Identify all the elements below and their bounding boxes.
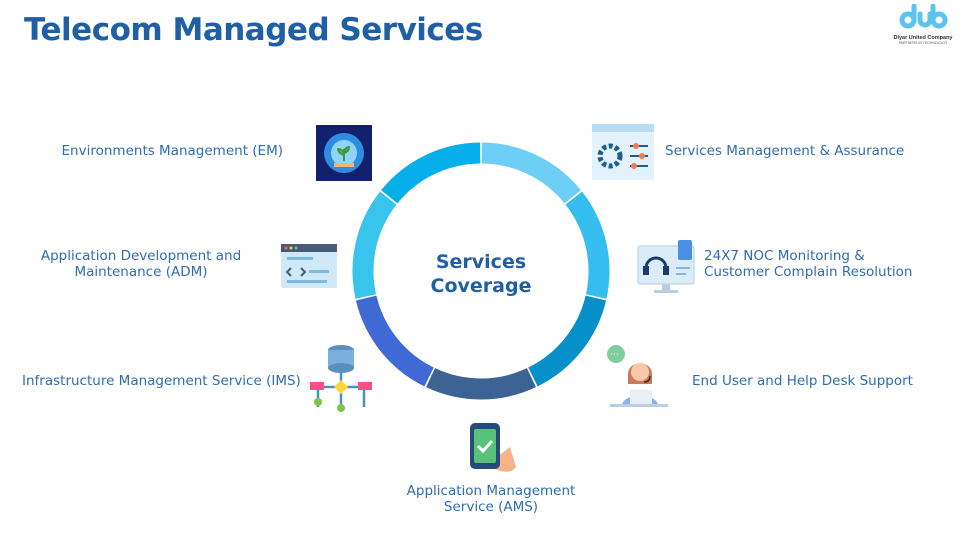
mobile-check-icon (470, 423, 516, 472)
label-ams-line2: Service (AMS) (443, 499, 539, 515)
company-logo: Diyar United Company PARTNERS IN TECHNOL… (890, 3, 956, 45)
page-title: Telecom Managed Services (24, 12, 483, 48)
center-line-2: Coverage (430, 275, 532, 297)
noc-monitor-headset-icon (637, 240, 695, 293)
dub-logo-icon (899, 3, 948, 29)
label-ims: Infrastructure Management Service (IMS) (22, 373, 301, 389)
label-noc-line2: Customer Complain Resolution (704, 264, 913, 280)
logo-name: Diyar United Company (893, 35, 953, 41)
label-noc-line1: 24X7 NOC Monitoring & (704, 248, 865, 264)
ring-segment (381, 142, 481, 204)
label-help: End User and Help Desk Support (692, 373, 913, 389)
ring-segment (481, 142, 581, 204)
svg-text:···: ··· (610, 350, 619, 360)
label-adm-line2: Maintenance (ADM) (74, 264, 208, 280)
label-adm-line1: Application Development and (40, 248, 242, 264)
ring-segment (355, 295, 434, 387)
help-desk-agent-icon: ··· (607, 345, 668, 407)
globe-gear-icon (316, 125, 372, 181)
label-noc: 24X7 NOC Monitoring &Customer Complain R… (704, 248, 912, 280)
code-window-icon (281, 244, 337, 288)
ring-center-label: Services Coverage (401, 250, 561, 298)
settings-sliders-icon (592, 124, 654, 180)
center-line-1: Services (435, 251, 527, 273)
label-em: Environments Management (EM) (61, 143, 283, 159)
database-network-icon (310, 345, 372, 412)
label-ams-line1: Application Management (406, 483, 576, 499)
ring-segment (528, 295, 607, 387)
ring-segment (565, 191, 610, 299)
ring-segment (426, 368, 536, 400)
ring-segment (352, 191, 397, 299)
logo-tagline: PARTNERS IN TECHNOLOGY (898, 41, 948, 45)
label-sma: Services Management & Assurance (665, 143, 905, 159)
